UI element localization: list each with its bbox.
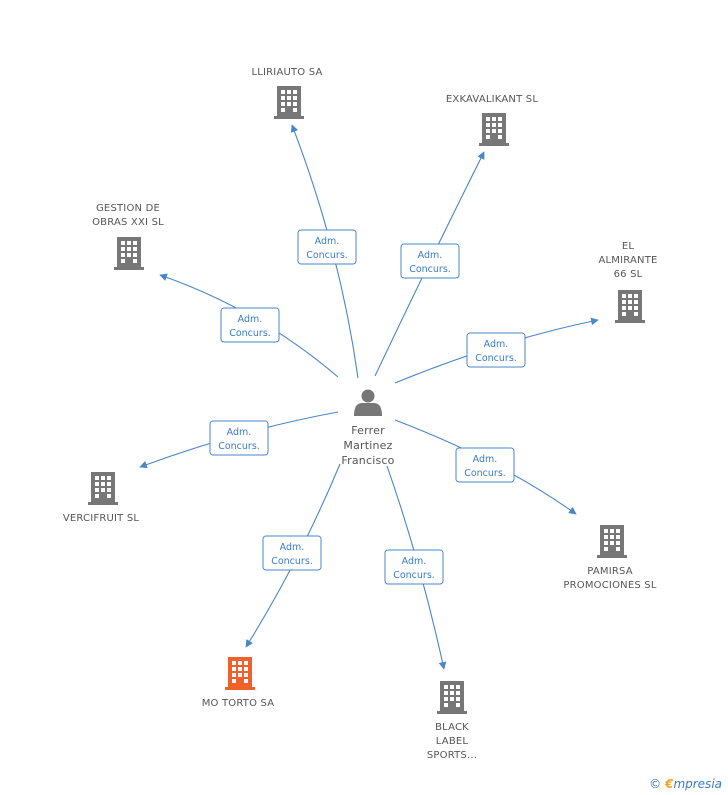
building-icon	[274, 86, 304, 119]
edge-label-box	[262, 535, 322, 571]
company-node-el-almirante[interactable]: EL ALMIRANTE 66 SL	[598, 241, 657, 323]
edge-label-box	[209, 420, 269, 456]
edge-label-text: Concurs.	[218, 441, 260, 452]
edge-label-text: Adm.	[473, 454, 498, 465]
company-name: LABEL	[436, 736, 469, 747]
edge-label-exkavalikant[interactable]: Adm. Concurs.	[400, 243, 460, 279]
company-name: OBRAS XXI SL	[92, 217, 164, 228]
company-name: EL	[622, 241, 635, 252]
edge-label-box	[220, 307, 280, 343]
edge-label-mo-torto[interactable]: Adm. Concurs.	[262, 535, 322, 571]
edge-label-text: Concurs.	[475, 353, 517, 364]
person-name: Ferrer	[351, 424, 385, 437]
brand-logo-e: €	[665, 777, 674, 791]
edge-label-text: Adm.	[280, 542, 305, 553]
company-node-gestion-obras[interactable]: GESTION DE OBRAS XXI SL	[92, 203, 164, 270]
edge-label-box	[384, 549, 444, 585]
edge-label-text: Concurs.	[409, 264, 451, 275]
building-icon	[88, 472, 118, 505]
building-icon	[615, 290, 645, 323]
edge-label-el-almirante[interactable]: Adm. Concurs.	[466, 332, 526, 368]
edge-label-text: Adm.	[315, 236, 340, 247]
company-name: PAMIRSA	[587, 566, 633, 577]
person-icon	[354, 389, 382, 416]
company-name: PROMOCIONES SL	[563, 580, 656, 591]
edge-label-text: Adm.	[402, 556, 427, 567]
person-name: Francisco	[341, 454, 394, 467]
edge-label-text: Adm.	[238, 314, 263, 325]
company-name: MO TORTO SA	[202, 698, 275, 709]
company-name: VERCIFRUIT SL	[63, 513, 140, 524]
edge-label-text: Concurs.	[229, 328, 271, 339]
edge-label-text: Concurs.	[306, 250, 348, 261]
edge-label-text: Adm.	[227, 427, 252, 438]
edge-label-box	[466, 332, 526, 368]
company-node-lliriauto[interactable]: LLIRIAUTO SA	[251, 67, 322, 119]
edge-label-text: Adm.	[484, 339, 509, 350]
edge-label-pamirsa[interactable]: Adm. Concurs.	[455, 447, 515, 483]
brand-logo-text: mpresia	[673, 777, 722, 791]
edge-label-text: Concurs.	[464, 468, 506, 479]
company-node-vercifruit[interactable]: VERCIFRUIT SL	[63, 472, 140, 524]
building-icon	[437, 681, 467, 714]
company-name: GESTION DE	[96, 203, 160, 214]
building-icon	[597, 525, 627, 558]
company-name: BLACK	[435, 722, 469, 733]
company-name: EXKAVALIKANT SL	[446, 94, 538, 105]
watermark: ©€mpresia	[649, 777, 722, 791]
copyright-symbol: ©	[649, 777, 662, 791]
edge-label-lliriauto[interactable]: Adm. Concurs.	[297, 229, 357, 265]
edge-label-box	[455, 447, 515, 483]
company-name: SPORTS...	[427, 750, 477, 761]
edge-label-text: Concurs.	[393, 570, 435, 581]
company-node-pamirsa[interactable]: PAMIRSA PROMOCIONES SL	[563, 525, 657, 591]
building-icon	[479, 113, 509, 146]
building-icon	[114, 237, 144, 270]
nodes-layer: LLIRIAUTO SA EXKAVALIKANT SL GESTION DE OBR…	[63, 67, 658, 761]
edge-label-text: Concurs.	[271, 556, 313, 567]
edge-label-text: Adm.	[418, 250, 443, 261]
edge-label-box	[297, 229, 357, 265]
company-node-mo-torto[interactable]: MO TORTO SA	[202, 657, 275, 709]
edge-label-box	[400, 243, 460, 279]
person-name: Martinez	[343, 439, 392, 452]
edge-labels-layer: Adm.Concurs.Adm.Concurs.Adm.Concurs.Adm.…	[209, 229, 526, 585]
edge-label-gestion-obras[interactable]: Adm. Concurs.	[220, 307, 280, 343]
edge-label-vercifruit[interactable]: Adm. Concurs.	[209, 420, 269, 456]
company-node-exkavalikant[interactable]: EXKAVALIKANT SL	[446, 94, 538, 146]
company-node-black-label[interactable]: BLACK LABEL SPORTS...	[427, 681, 477, 761]
company-name: 66 SL	[614, 269, 643, 280]
edge-label-black-label[interactable]: Adm. Concurs.	[384, 549, 444, 585]
building-icon	[225, 657, 255, 690]
company-name: LLIRIAUTO SA	[251, 67, 322, 78]
company-name: ALMIRANTE	[598, 255, 657, 266]
